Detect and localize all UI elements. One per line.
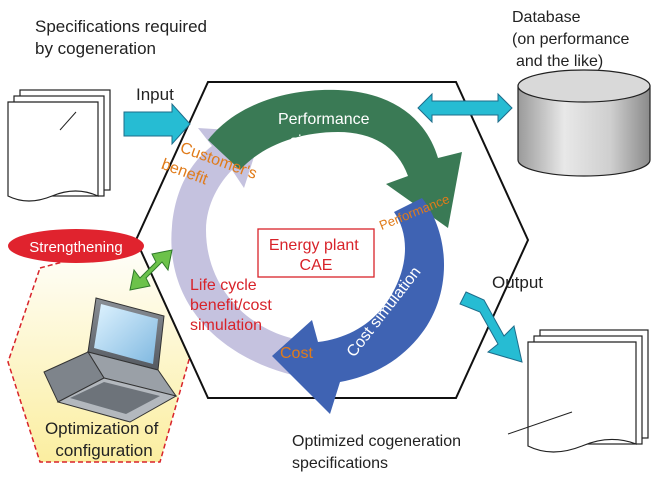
center-box-label: Energy plant CAE [269,237,363,274]
center-box [257,228,375,278]
input-label: Input [136,85,174,104]
optimization-label: Optimization of configuration [45,419,163,460]
performance-arrow [208,89,462,228]
cost-label: Cost [280,345,313,362]
cost-arrow [272,198,445,414]
strengthening-badge [8,229,144,263]
input-documents-icon [7,89,111,202]
output-label: Output [492,273,543,292]
performance-simulation-label: Performance simulation [278,111,374,150]
output-documents-icon [507,329,649,453]
database-label: Database (on performance and the like) [512,9,634,70]
output-arrow [459,291,523,363]
lifecycle-label: Life cycle benefit/cost simulation [190,277,276,334]
strengthening-label: Strengthening [29,239,122,256]
database-double-arrow [417,92,513,124]
input-spec-text: Specifications required by cogeneration [35,17,212,58]
laptop-double-arrow [129,249,173,291]
laptop-icon [43,297,178,423]
customer-benefit-arrow [171,128,318,380]
input-arrow [123,102,191,146]
optimized-spec-label: Optimized cogeneration specifications [292,433,465,472]
database-icon [517,69,651,177]
